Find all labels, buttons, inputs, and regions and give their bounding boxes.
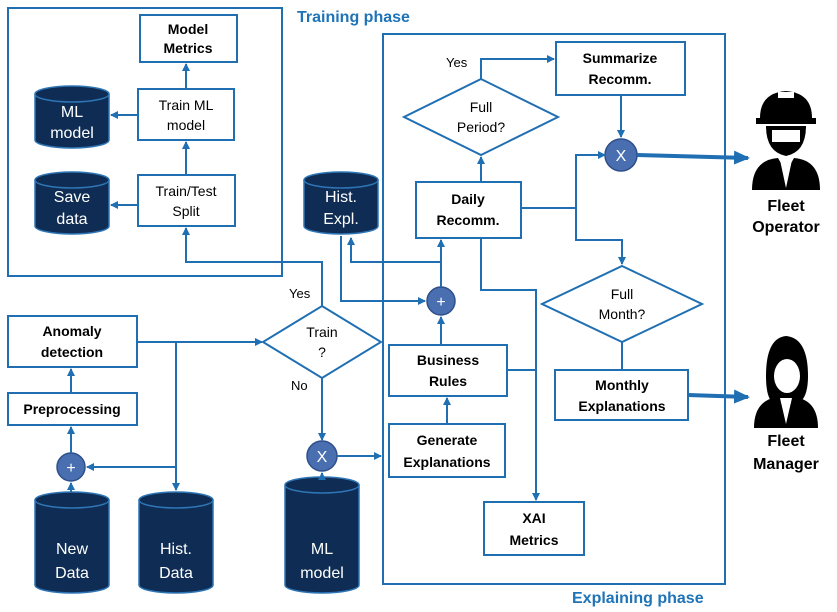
anomaly-detection-line1: Anomaly (42, 323, 101, 339)
model-metrics-line1: Model (168, 21, 208, 37)
model-metrics-box: Model Metrics (139, 14, 238, 63)
hist-data-line1: Hist. (160, 541, 192, 558)
ml-model-bottom-line2: model (300, 565, 344, 582)
train-test-split-line1: Train/Test (156, 183, 217, 199)
fleet-manager-line2: Manager (753, 456, 819, 473)
full-period-yes-label: Yes (446, 55, 468, 70)
xai-metrics-box: XAI Metrics (483, 501, 585, 556)
business-rules-line1: Business (417, 352, 479, 368)
cross-icon: X (317, 449, 328, 466)
fleet-operator-line2: Operator (752, 219, 820, 236)
arrow-daily-to-histexpl (347, 237, 441, 263)
new-data-line2: Data (55, 565, 89, 582)
arrow-yes-to-split (182, 227, 323, 306)
save-data-database: Save data (34, 171, 110, 235)
arrow-daily-to-cross (521, 151, 606, 209)
model-metrics-line2: Metrics (163, 40, 212, 56)
ml-model-database-bottom: ML model (284, 476, 360, 594)
explaining-phase-label: Explaining phase (572, 590, 704, 607)
xai-metrics-line1: XAI (522, 510, 545, 526)
cross-icon-top: X (616, 148, 627, 165)
new-data-line1: New (56, 541, 88, 558)
hist-data-line2: Data (159, 565, 193, 582)
summarize-recomm-line2: Recomm. (588, 71, 651, 87)
daily-recomm-line1: Daily (451, 191, 485, 207)
multiply-operator-top: X (604, 138, 638, 172)
hist-expl-database: Hist. Expl. (303, 171, 379, 235)
train-ml-model-box: Train ML model (137, 88, 235, 141)
fleet-manager-line1: Fleet (767, 433, 805, 450)
preprocessing-label: Preprocessing (23, 401, 120, 417)
arrow-daily-to-xai (480, 238, 540, 501)
business-rules-box: Business Rules (388, 344, 508, 397)
train-no-label: No (291, 378, 308, 393)
daily-recomm-box: Daily Recomm. (415, 181, 522, 239)
plus-icon-middle: + (436, 294, 445, 311)
train-decision-line2: ? (318, 344, 326, 360)
save-data-line2: data (56, 211, 87, 228)
ml-model-training-line1: ML (61, 104, 83, 121)
xai-metrics-line2: Metrics (509, 532, 558, 548)
anomaly-detection-box: Anomaly detection (7, 315, 138, 368)
arrow-cross-to-fleet-operator (636, 150, 750, 165)
arrow-fullperiod-yes-to-summarize (480, 55, 555, 79)
train-decision-diamond: Train ? (261, 304, 383, 380)
monthly-explanations-line1: Monthly (595, 377, 649, 393)
preprocessing-box: Preprocessing (7, 392, 138, 426)
full-period-line1: Full (470, 99, 493, 115)
anomaly-detection-line2: detection (41, 344, 103, 360)
training-phase-label: Training phase (297, 9, 410, 26)
train-decision-line1: Train (306, 324, 337, 340)
generate-explanations-line2: Explanations (403, 454, 490, 470)
full-month-line1: Full (611, 286, 634, 302)
full-period-line2: Period? (457, 119, 505, 135)
daily-recomm-line2: Recomm. (436, 212, 499, 228)
monthly-explanations-line2: Explanations (578, 398, 665, 414)
fleet-operator-icon (752, 91, 820, 190)
merge-plus-operator-left: + (56, 452, 86, 482)
train-ml-model-line1: Train ML (159, 97, 214, 113)
hist-data-database: Hist. Data (138, 491, 214, 594)
ml-model-database-training: ML model (34, 85, 110, 149)
hist-expl-line1: Hist. (325, 189, 357, 206)
training-phase-frame (7, 7, 283, 277)
merge-plus-operator-middle: + (426, 286, 456, 316)
new-data-database: New Data (34, 491, 110, 594)
fleet-manager-icon (754, 336, 818, 428)
full-month-diamond: Full Month? (539, 264, 705, 344)
multiply-operator-bottom: X (306, 440, 338, 472)
arrow-monthly-to-fleet-manager (687, 389, 750, 404)
train-test-split-box: Train/Test Split (137, 174, 236, 227)
fleet-operator-line1: Fleet (767, 198, 805, 215)
business-rules-line2: Rules (429, 373, 467, 389)
arrow-histexpl-to-plus (340, 236, 426, 305)
ml-model-bottom-line1: ML (311, 541, 333, 558)
plus-icon: + (66, 460, 75, 477)
arrow-daily-to-fullmonth (575, 208, 626, 265)
explaining-phase-frame (382, 33, 726, 585)
train-ml-model-line2: model (167, 117, 205, 133)
ml-model-training-line2: model (50, 125, 94, 142)
save-data-line1: Save (54, 189, 91, 206)
generate-explanations-line1: Generate (417, 432, 478, 448)
summarize-recomm-line1: Summarize (583, 50, 658, 66)
monthly-explanations-box: Monthly Explanations (554, 369, 689, 421)
hist-expl-line2: Expl. (323, 211, 359, 228)
full-month-line2: Month? (599, 306, 646, 322)
full-period-diamond: Full Period? (401, 77, 561, 157)
train-yes-label: Yes (289, 286, 311, 301)
train-test-split-line2: Split (172, 203, 199, 219)
summarize-recomm-box: Summarize Recomm. (555, 41, 686, 96)
generate-explanations-box: Generate Explanations (388, 423, 506, 478)
